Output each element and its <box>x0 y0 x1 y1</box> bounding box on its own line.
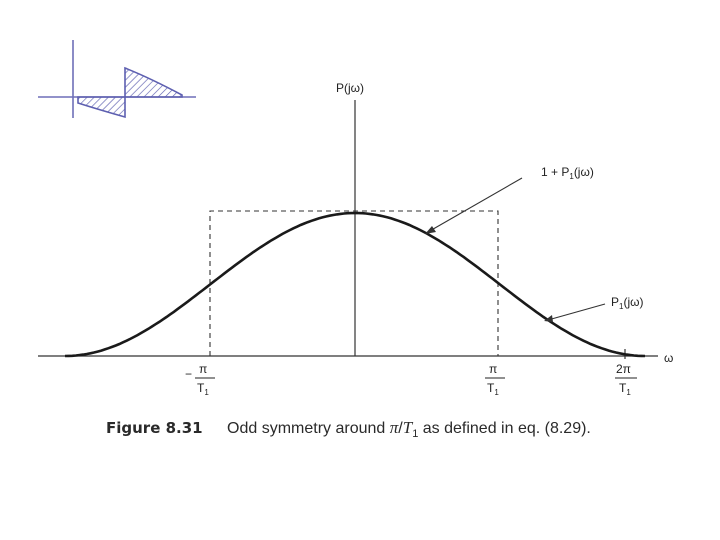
tick-label-pi-over-T1: π T1 <box>485 362 505 397</box>
tick-label-neg-pi-over-T1: − π T1 <box>185 362 215 397</box>
svg-text:T1: T1 <box>619 381 631 397</box>
svg-text:T1: T1 <box>197 381 209 397</box>
svg-text:2π: 2π <box>616 362 631 376</box>
caption-text: Odd symmetry around π/T1 as defined in e… <box>227 418 591 440</box>
tick-label-2pi-over-T1: 2π T1 <box>615 362 637 397</box>
svg-text:−: − <box>185 367 192 381</box>
svg-text:π: π <box>199 362 207 376</box>
axes <box>38 100 658 359</box>
svg-text:T1: T1 <box>487 381 499 397</box>
arrowhead-lower <box>544 315 553 322</box>
ideal-rectangle-dashed <box>209 210 499 356</box>
lower-curve-label: P1(jω) <box>611 295 644 311</box>
inset-odd-symmetry-sketch <box>38 40 196 119</box>
arrow-upper <box>427 177 523 233</box>
arrowhead-upper <box>425 226 436 234</box>
caption-figure-number: Figure 8.31 <box>106 419 203 437</box>
x-axis-label: ω <box>664 351 673 365</box>
y-axis-label: P(jω) <box>336 81 364 95</box>
arrow-lower <box>547 303 606 321</box>
inset-lower-hatched-lobe <box>77 96 126 119</box>
svg-text:π: π <box>489 362 497 376</box>
upper-curve-label: 1 + P1(jω) <box>541 165 594 181</box>
figure-caption: Figure 8.31 Odd symmetry around π/T1 as … <box>106 418 591 440</box>
annotation-arrows <box>425 177 606 322</box>
inset-upper-hatched-lobe <box>124 66 183 98</box>
